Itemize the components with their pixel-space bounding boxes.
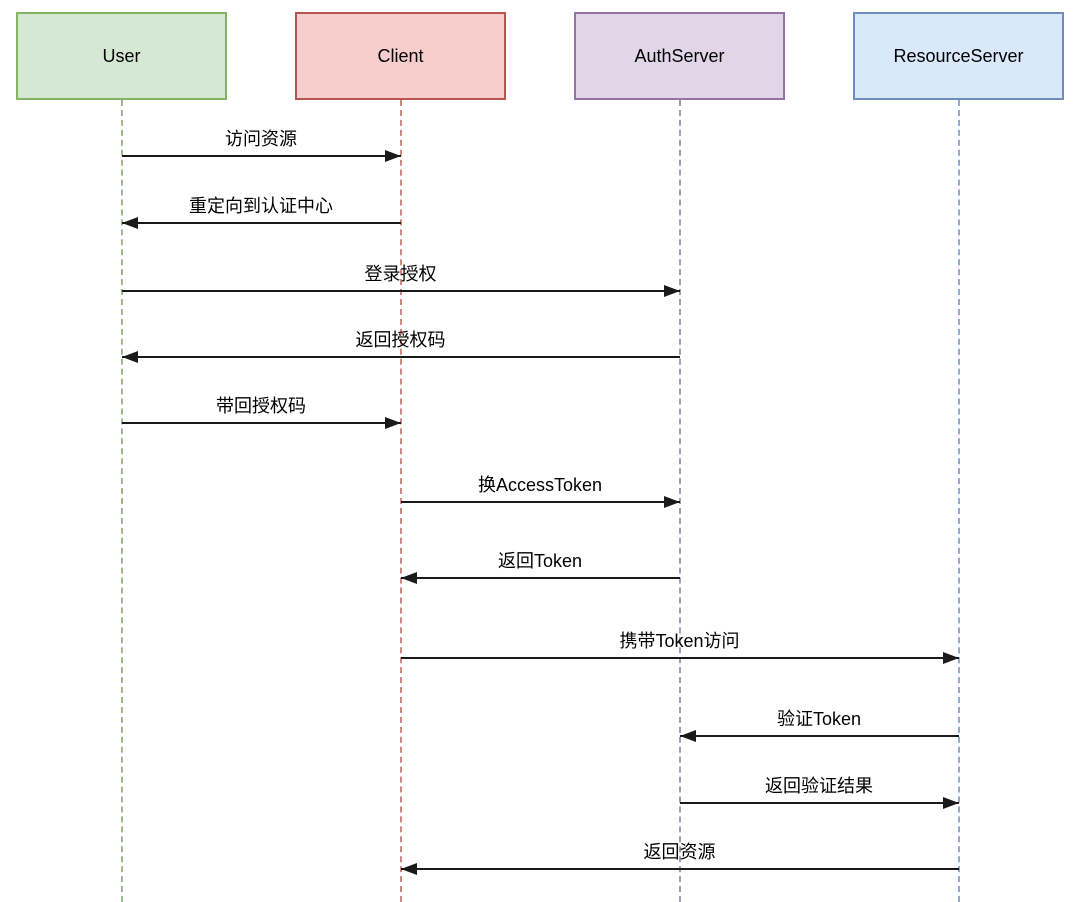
arrowhead-icon bbox=[679, 730, 696, 742]
lifeline-authserver bbox=[678, 100, 681, 902]
arrowhead-icon bbox=[400, 863, 417, 875]
message-label: 返回授权码 bbox=[355, 330, 446, 350]
message-label: 带回授权码 bbox=[216, 396, 306, 416]
arrowhead-icon bbox=[663, 496, 680, 508]
message-label: 重定向到认证中心 bbox=[189, 196, 333, 216]
actor-label: AuthServer bbox=[634, 45, 725, 66]
message-line bbox=[400, 657, 959, 659]
message-line bbox=[121, 290, 680, 292]
message-line bbox=[121, 155, 401, 157]
message-line bbox=[121, 222, 401, 224]
arrowhead-icon bbox=[121, 351, 138, 363]
message-line bbox=[679, 735, 959, 737]
message-line bbox=[121, 422, 401, 424]
lifeline-user bbox=[120, 100, 123, 902]
message-line bbox=[121, 356, 680, 358]
actor-label: User bbox=[102, 45, 141, 66]
message-label: 换AccessToken bbox=[477, 475, 603, 495]
message-label: 携带Token访问 bbox=[619, 631, 740, 651]
actor-box-user: User bbox=[16, 12, 227, 100]
arrowhead-icon bbox=[400, 572, 417, 584]
message-label: 验证Token bbox=[776, 709, 862, 729]
message-line bbox=[400, 501, 680, 503]
actor-box-client: Client bbox=[295, 12, 506, 100]
message-line bbox=[400, 577, 680, 579]
message-label: 返回Token bbox=[497, 551, 583, 571]
message-label: 登录授权 bbox=[364, 264, 437, 284]
actor-label: ResourceServer bbox=[893, 45, 1024, 66]
actor-box-authserver: AuthServer bbox=[574, 12, 785, 100]
lifeline-resourceserver bbox=[957, 100, 960, 902]
message-label: 访问资源 bbox=[225, 129, 297, 149]
arrowhead-icon bbox=[384, 150, 401, 162]
arrowhead-icon bbox=[663, 285, 680, 297]
arrowhead-icon bbox=[384, 417, 401, 429]
actor-box-resourceserver: ResourceServer bbox=[853, 12, 1064, 100]
arrowhead-icon bbox=[942, 652, 959, 664]
arrowhead-icon bbox=[121, 217, 138, 229]
message-line bbox=[400, 868, 959, 870]
message-line bbox=[679, 802, 959, 804]
message-label: 返回验证结果 bbox=[765, 776, 873, 796]
actor-label: Client bbox=[377, 45, 424, 66]
arrowhead-icon bbox=[942, 797, 959, 809]
message-label: 返回资源 bbox=[643, 842, 716, 862]
